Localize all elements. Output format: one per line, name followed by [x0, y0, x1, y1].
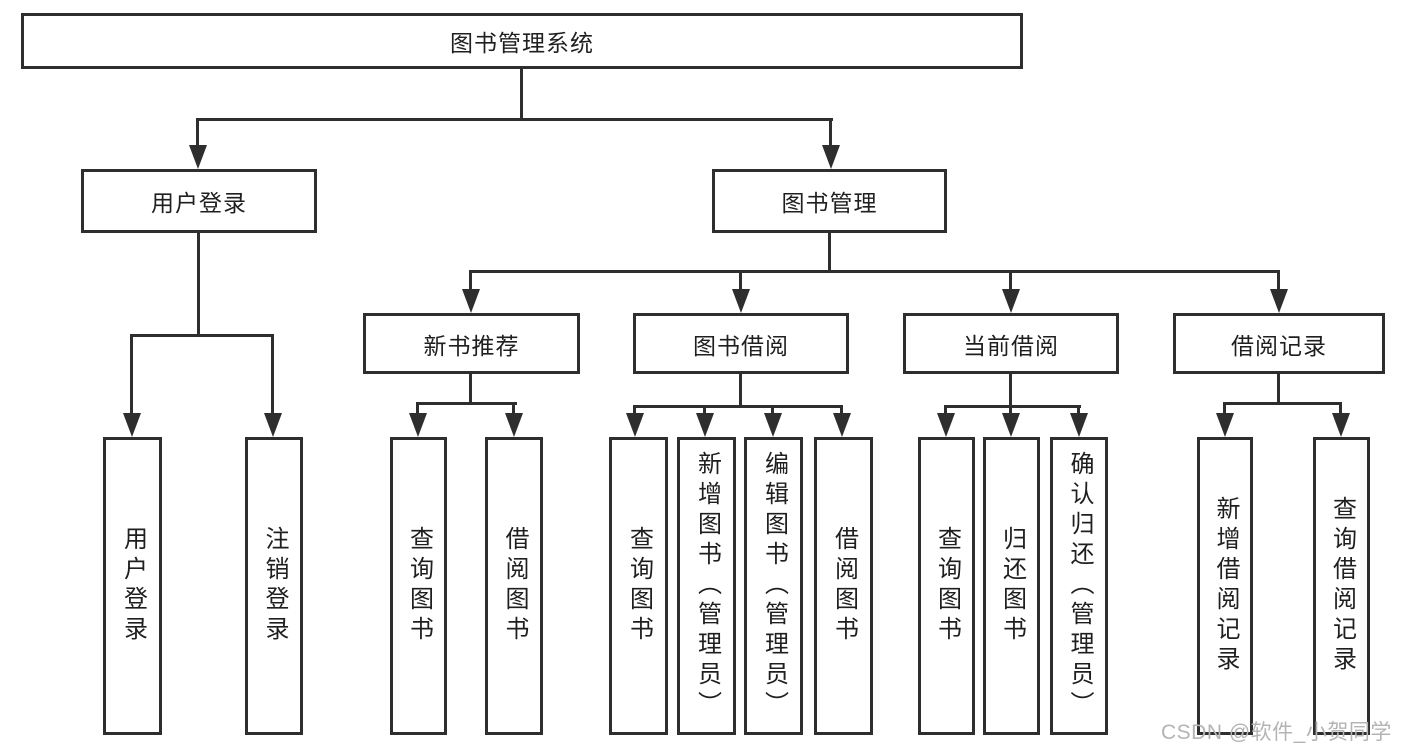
leaf-logout: 注销登录: [245, 437, 303, 735]
node-current-borrowing: 当前借阅: [903, 313, 1119, 374]
arrow-down-icon: [462, 289, 480, 313]
leaf-query-books-borrowing: 查询图书: [609, 437, 668, 735]
node-label: 图书管理系统: [450, 30, 594, 56]
arrow-down-icon: [264, 413, 282, 437]
connector-line: [1277, 374, 1280, 405]
leaf-borrow-books-borrowing: 借阅图书: [814, 437, 873, 735]
connector-line: [1223, 402, 1342, 405]
arrow-down-icon: [1216, 413, 1234, 437]
leaf-confirm-return-admin: 确认归还（管理员）: [1050, 437, 1108, 735]
connector-line: [197, 118, 833, 121]
connector-line: [739, 270, 742, 292]
connector-line: [739, 374, 742, 407]
arrow-down-icon: [937, 413, 955, 437]
connector-line: [130, 334, 274, 337]
leaf-label: 借阅图书: [830, 526, 858, 646]
leaf-label: 查询图书: [933, 526, 961, 646]
connector-line: [633, 405, 843, 408]
connector-line: [828, 233, 831, 272]
connector-line: [130, 334, 133, 415]
arrow-down-icon: [1002, 413, 1020, 437]
leaf-query-books-current: 查询图书: [918, 437, 975, 735]
leaf-user-login: 用户登录: [103, 437, 162, 735]
node-label: 用户登录: [151, 190, 247, 216]
leaf-return-book: 归还图书: [983, 437, 1040, 735]
connector-line: [1009, 405, 1012, 415]
node-label: 新书推荐: [423, 332, 520, 359]
leaf-label: 编辑图书（管理员）: [760, 451, 788, 721]
leaf-add-book-admin: 新增图书（管理员）: [677, 437, 736, 735]
arrow-down-icon: [833, 413, 851, 437]
node-book-management: 图书管理: [712, 169, 947, 233]
connector-line: [197, 233, 200, 336]
connector-line: [469, 374, 472, 405]
leaf-borrow-books-recommend: 借阅图书: [485, 437, 543, 735]
leaf-label: 借阅图书: [501, 526, 528, 646]
arrow-down-icon: [1270, 289, 1288, 313]
node-label: 图书借阅: [693, 332, 789, 359]
arrow-down-icon: [189, 145, 207, 169]
connector-line: [829, 118, 832, 147]
leaf-edit-book-admin: 编辑图书（管理员）: [744, 437, 803, 735]
connector-line: [469, 270, 472, 292]
leaf-add-borrow-record: 新增借阅记录: [1197, 437, 1253, 735]
arrow-down-icon: [409, 413, 427, 437]
arrow-down-icon: [1070, 413, 1088, 437]
node-book-borrowing: 图书借阅: [633, 313, 849, 374]
connector-line: [416, 402, 517, 405]
leaf-label: 注销登录: [261, 526, 288, 646]
connector-line: [520, 69, 523, 120]
leaf-label: 确认归还（管理员）: [1066, 451, 1093, 721]
connector-line: [1223, 402, 1226, 415]
arrow-down-icon: [626, 413, 644, 437]
connector-line: [469, 270, 1280, 273]
arrow-down-icon: [696, 413, 714, 437]
node-library-management-system: 图书管理系统: [21, 13, 1023, 69]
connector-line: [512, 402, 515, 415]
leaf-label: 用户登录: [119, 526, 147, 646]
node-new-book-recommendation: 新书推荐: [363, 313, 580, 374]
arrow-down-icon: [505, 413, 523, 437]
leaf-label: 查询图书: [625, 526, 653, 646]
connector-line: [771, 405, 774, 415]
arrow-down-icon: [732, 289, 750, 313]
csdn-watermark: CSDN @软件_小贺同学: [1161, 721, 1392, 744]
connector-line: [840, 405, 843, 415]
connector-line: [271, 334, 274, 415]
arrow-down-icon: [1332, 413, 1350, 437]
leaf-query-borrow-record: 查询借阅记录: [1313, 437, 1370, 735]
arrow-down-icon: [822, 145, 840, 169]
connector-line: [196, 118, 199, 147]
connector-line: [1009, 270, 1012, 292]
connector-line: [1077, 405, 1080, 415]
arrow-down-icon: [1002, 289, 1020, 313]
connector-line: [944, 405, 1081, 408]
connector-line: [1277, 270, 1280, 292]
node-label: 当前借阅: [963, 332, 1059, 359]
node-label: 图书管理: [781, 190, 878, 216]
connector-line: [1339, 402, 1342, 415]
node-user-login: 用户登录: [81, 169, 317, 233]
leaf-label: 新增借阅记录: [1212, 496, 1239, 676]
node-borrowing-records: 借阅记录: [1173, 313, 1385, 374]
node-label: 借阅记录: [1231, 332, 1327, 359]
connector-line: [416, 402, 419, 415]
connector-line: [633, 405, 636, 415]
connector-line: [944, 405, 947, 415]
arrow-down-icon: [123, 413, 141, 437]
arrow-down-icon: [764, 413, 782, 437]
leaf-label: 新增图书（管理员）: [693, 451, 721, 721]
leaf-label: 查询借阅记录: [1328, 496, 1356, 676]
connector-line: [703, 405, 706, 415]
connector-line: [1009, 374, 1012, 407]
leaf-label: 归还图书: [998, 526, 1026, 646]
leaf-query-books-recommend: 查询图书: [390, 437, 447, 735]
leaf-label: 查询图书: [405, 526, 433, 646]
